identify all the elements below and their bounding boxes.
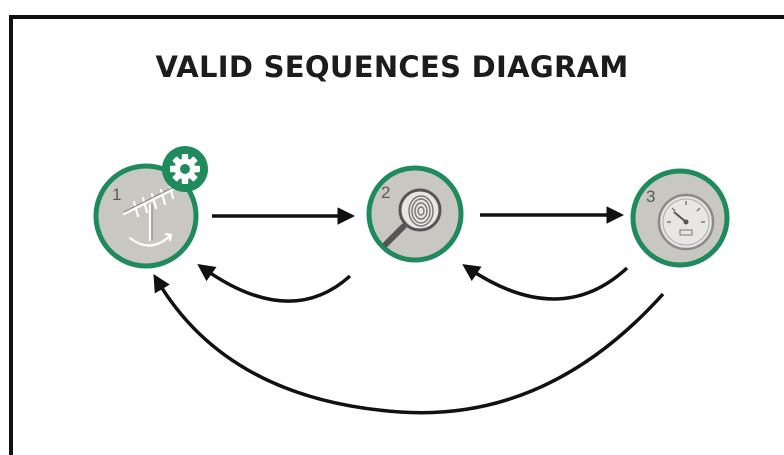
node-2: 2 [366,165,464,263]
gauge-icon [657,193,715,251]
frame-border-top [9,15,784,19]
arrow-3-to-2 [462,264,629,301]
node-3: 3 [630,168,730,268]
node-3-number: 3 [646,187,655,206]
gear-icon [162,146,208,192]
node-1-number: 1 [112,185,121,204]
antenna-setup-icon [122,184,178,247]
diagram-title: VALID SEQUENCES DIAGRAM [155,50,629,84]
arrow-2-to-1 [197,263,352,303]
frame-border-left [9,15,13,455]
node-2-number: 2 [381,183,390,202]
antenna-setup-icon-shade [123,185,177,241]
arrow-3-to-1 [153,273,665,415]
node-1: 1 [93,146,208,269]
fingerprint-magnifier-icon [383,188,442,247]
